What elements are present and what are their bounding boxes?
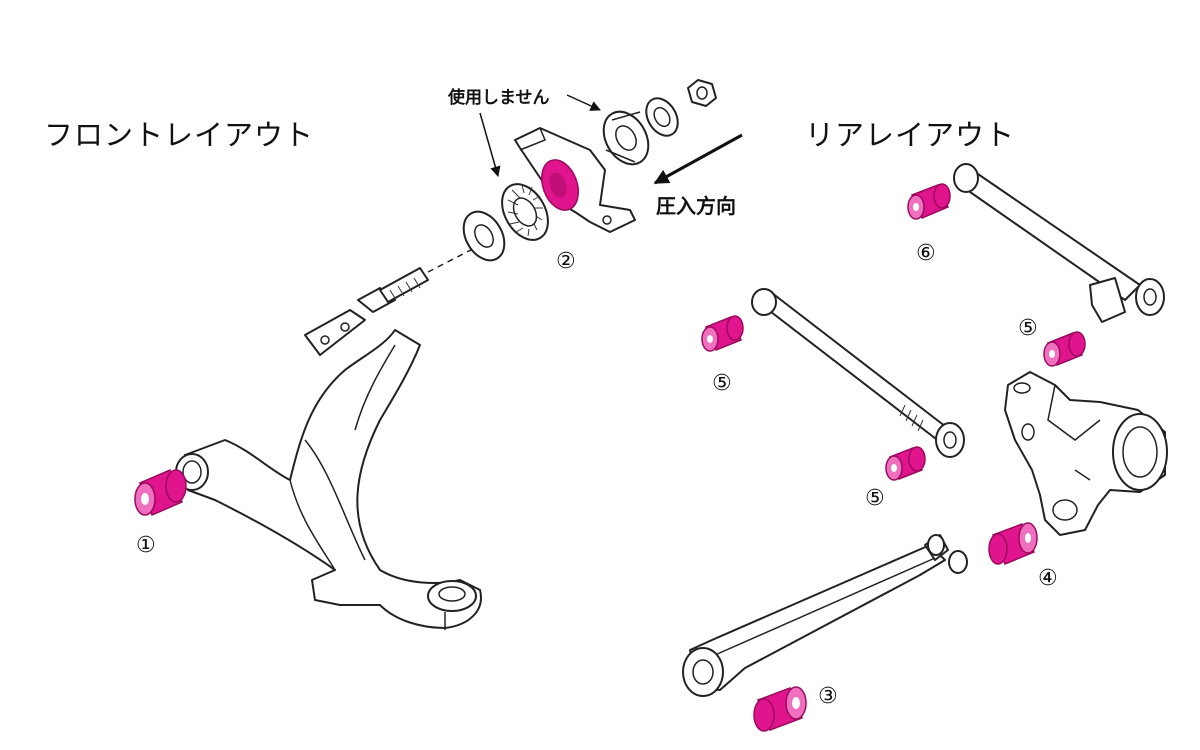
rear-lateral-link [751, 288, 965, 458]
part-number-4: ④ [1038, 566, 1058, 591]
note-not-used: 使用しません [447, 87, 550, 108]
part-number-5b: ⑤ [865, 486, 885, 511]
part-number-6: ⑥ [916, 241, 936, 266]
rear-bushing-5c [1043, 331, 1086, 367]
rear-bushing-6 [907, 183, 951, 220]
note-not-used-arrow-2 [566, 94, 601, 111]
part-number-3: ③ [818, 684, 838, 709]
front-bushing-2 [540, 159, 580, 211]
rear-bushing-3 [753, 686, 807, 732]
press-direction-arrow [653, 133, 743, 185]
front-rear-bushing-assembly [462, 127, 636, 262]
part-number-5c: ⑤ [1018, 316, 1038, 341]
part-number-5a: ⑤ [712, 371, 732, 396]
rear-upper-link [953, 163, 1165, 323]
press-direction-label: 圧入方向 [656, 194, 736, 218]
rear-bushing-4 [988, 522, 1038, 565]
front-layout-title: フロントレイアウト [44, 118, 314, 152]
note-not-used-arrow-1 [479, 112, 501, 178]
rear-lower-arm [682, 534, 968, 697]
rear-bushing-5a [701, 315, 744, 352]
rear-bushing-5b [885, 446, 926, 481]
rear-layout-title: リアレイアウト [805, 118, 1015, 152]
front-lower-control-arm [175, 234, 501, 630]
front-bushing-1 [134, 468, 187, 517]
part-number-1: ① [136, 533, 156, 558]
unused-parts [602, 79, 717, 166]
rear-knuckle [1004, 371, 1168, 536]
part-number-2: ② [556, 249, 576, 274]
